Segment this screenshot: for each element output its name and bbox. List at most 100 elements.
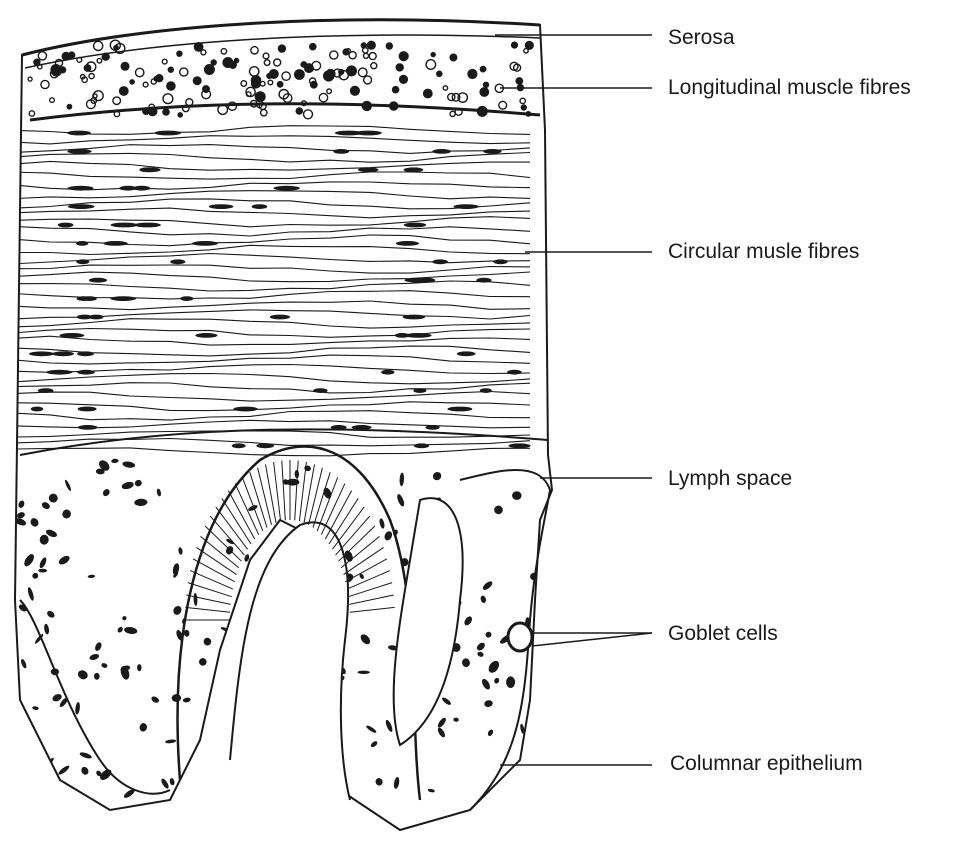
fibre-dot bbox=[180, 68, 188, 76]
cell-blotch bbox=[121, 481, 135, 491]
fibre-dot bbox=[121, 63, 129, 71]
cell-blotch bbox=[43, 623, 49, 634]
cell-blotch bbox=[30, 754, 43, 763]
fibre-dot bbox=[250, 67, 259, 76]
cell-blotch bbox=[487, 659, 502, 675]
muscle-nucleus bbox=[192, 241, 218, 246]
fibre-dot bbox=[41, 80, 49, 88]
fibre-dot bbox=[251, 47, 258, 54]
muscle-fibre-line bbox=[10, 374, 530, 384]
epithelial-cell-line bbox=[347, 571, 390, 590]
cell-blotch bbox=[379, 518, 386, 529]
muscle-nucleus bbox=[252, 204, 268, 209]
epithelial-cell-line bbox=[345, 559, 387, 582]
muscle-nucleus bbox=[154, 131, 181, 136]
epithelial-cell-line bbox=[350, 607, 395, 612]
fibre-dot bbox=[426, 60, 436, 70]
cell-blotch bbox=[172, 563, 180, 576]
cell-blotch bbox=[197, 657, 208, 668]
cell-blotch bbox=[134, 479, 143, 487]
muscle-nucleus bbox=[454, 204, 479, 209]
muscle-nucleus bbox=[209, 204, 234, 209]
muscle-nucleus bbox=[426, 425, 440, 430]
epithelial-cell-line bbox=[185, 607, 230, 612]
cell-blotch bbox=[165, 739, 176, 744]
muscle-nucleus bbox=[77, 370, 95, 375]
villus-epithelium bbox=[178, 447, 420, 801]
fibre-dot bbox=[468, 70, 477, 79]
fibre-dot bbox=[304, 110, 313, 119]
muscle-nucleus bbox=[76, 259, 89, 264]
cell-blotch bbox=[384, 719, 393, 733]
cell-blotch bbox=[47, 492, 59, 504]
fibre-dot bbox=[437, 71, 442, 76]
muscle-fibre-line bbox=[10, 226, 530, 236]
fibre-dot bbox=[369, 53, 376, 60]
fibre-dot bbox=[193, 77, 201, 85]
fibre-dot bbox=[34, 59, 40, 65]
cell-blotch bbox=[427, 788, 435, 793]
muscle-fibre-line bbox=[10, 153, 530, 163]
cell-blotch bbox=[461, 657, 471, 668]
fibre-dot bbox=[367, 41, 375, 49]
fibre-dot bbox=[93, 91, 103, 101]
muscle-fibre-line bbox=[10, 191, 530, 199]
muscle-nucleus bbox=[270, 315, 290, 320]
muscle-nucleus bbox=[232, 443, 246, 448]
fibre-dot bbox=[480, 88, 488, 96]
label-circular-muscle-fibres: Circular musle fibres bbox=[668, 241, 859, 262]
fibre-dot bbox=[351, 86, 360, 95]
fibre-dot bbox=[211, 60, 216, 65]
cell-blotch bbox=[525, 745, 531, 751]
cell-blotch bbox=[29, 517, 40, 528]
leader-lines bbox=[495, 35, 652, 765]
cell-blotch bbox=[22, 552, 36, 567]
fibre-dot bbox=[67, 105, 71, 109]
muscle-fibre-line bbox=[10, 245, 530, 254]
fibre-dot bbox=[255, 92, 265, 102]
fibre-dot bbox=[295, 70, 304, 79]
cell-blotch bbox=[160, 777, 170, 789]
left-villus bbox=[20, 600, 170, 794]
cell-blotch bbox=[436, 716, 447, 728]
cell-blotch bbox=[431, 470, 443, 482]
fibre-dot bbox=[512, 42, 518, 48]
muscle-nucleus bbox=[233, 407, 258, 412]
fibre-dot bbox=[361, 43, 366, 48]
fibre-dot bbox=[163, 109, 169, 115]
muscle-nucleus bbox=[355, 131, 382, 136]
cell-blotch bbox=[396, 493, 406, 507]
cell-blotch bbox=[399, 472, 404, 486]
cell-blotch bbox=[16, 511, 26, 520]
label-serosa: Serosa bbox=[668, 27, 735, 48]
cell-blotch bbox=[203, 637, 212, 647]
muscle-nucleus bbox=[76, 241, 88, 246]
muscle-fibre-line bbox=[10, 336, 530, 345]
fibre-dot bbox=[97, 58, 102, 63]
cell-blotch bbox=[484, 631, 492, 639]
fibre-dot bbox=[28, 77, 32, 81]
muscle-nucleus bbox=[447, 407, 472, 412]
muscle-nucleus bbox=[52, 351, 74, 356]
cell-blotch bbox=[139, 722, 148, 732]
muscle-nucleus bbox=[111, 296, 137, 301]
fibre-dot bbox=[396, 64, 403, 71]
muscle-nucleus bbox=[457, 351, 476, 356]
cell-blotch bbox=[374, 777, 383, 787]
fibre-dot bbox=[130, 80, 134, 84]
fibre-dot bbox=[261, 110, 267, 116]
muscle-nucleus bbox=[134, 223, 161, 228]
fibre-dot bbox=[113, 97, 121, 105]
fibre-dot bbox=[480, 66, 485, 71]
fibre-dot bbox=[516, 78, 522, 84]
muscle-fibre-line bbox=[10, 411, 530, 420]
muscle-nucleus bbox=[396, 241, 419, 246]
muscle-nucleus bbox=[29, 351, 54, 356]
fibre-dot bbox=[310, 44, 316, 50]
fibre-dot bbox=[327, 89, 332, 94]
epithelial-cell-line bbox=[186, 595, 230, 604]
fibre-dot bbox=[283, 94, 292, 103]
cell-blotch bbox=[38, 556, 47, 569]
